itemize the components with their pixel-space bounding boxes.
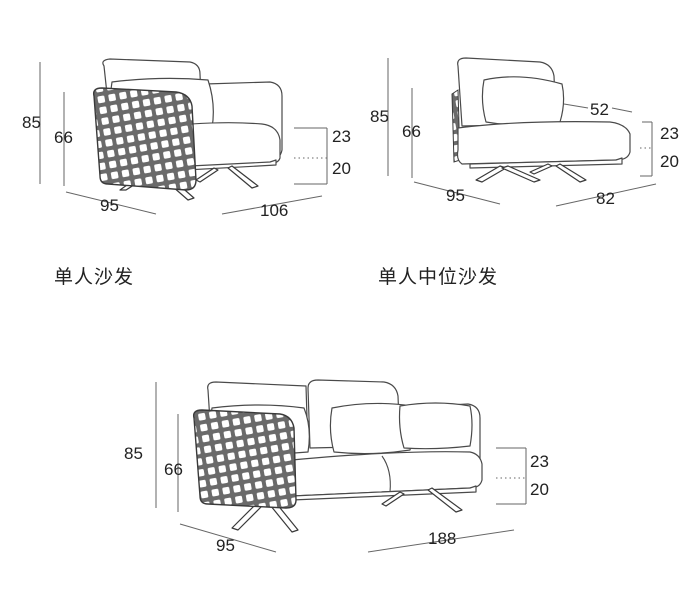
middle-lower-label: 20 [660, 152, 679, 171]
armchair-drawing [39, 58, 328, 215]
loveseat-seat-height-label: 66 [164, 460, 183, 479]
middle-seat-height-label: 66 [402, 122, 421, 141]
middle-seat-caption: 单人中位沙发 [378, 266, 499, 288]
middle-seat-drawing [387, 57, 657, 207]
loveseat-lower-label: 20 [530, 480, 549, 499]
middle-cushion-label: 52 [590, 100, 609, 119]
middle-seat-legs [475, 163, 587, 183]
armchair-height-label: 85 [22, 113, 41, 132]
middle-height-label: 85 [370, 107, 389, 126]
armchair-width-label: 106 [260, 201, 288, 220]
loveseat-width-label: 188 [428, 529, 456, 548]
middle-upper-label: 23 [660, 124, 679, 143]
middle-depth-label: 95 [446, 186, 465, 205]
loveseat-depth-label: 95 [216, 536, 235, 555]
armchair-seat-height-label: 66 [54, 128, 73, 147]
loveseat-drawing [155, 379, 527, 553]
armchair-depth-label: 95 [100, 196, 119, 215]
armchair-caption: 单人沙发 [54, 266, 135, 288]
loveseat-upper-label: 23 [530, 452, 549, 471]
armchair-woven-arm [92, 87, 197, 191]
armchair-upper-label: 23 [332, 127, 351, 146]
loveseat-height-label: 85 [124, 444, 143, 463]
loveseat-woven-arm [192, 409, 297, 509]
middle-width-label: 82 [596, 189, 615, 208]
armchair-lower-label: 20 [332, 159, 351, 178]
